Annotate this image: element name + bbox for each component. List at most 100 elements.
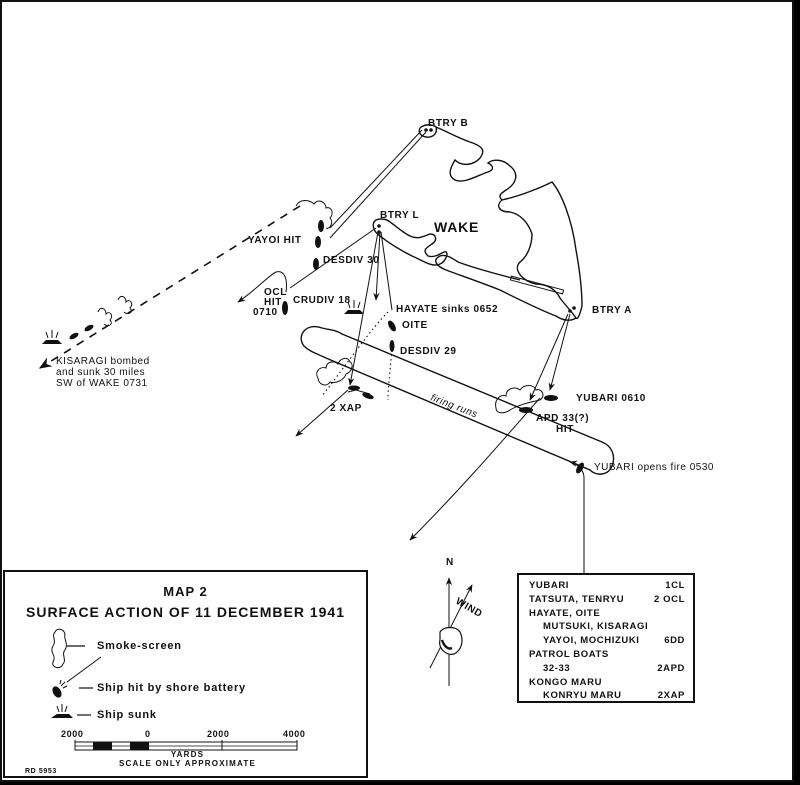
xap-dotted-track — [321, 311, 389, 397]
yubari-ship — [576, 462, 584, 474]
airstrip — [509, 275, 565, 295]
desdiv29-dotted-track — [387, 349, 393, 401]
wake-coast-south — [435, 254, 577, 321]
scale-bar — [74, 740, 298, 751]
force-type: 1CL — [665, 580, 685, 591]
hayate-burst — [347, 300, 361, 309]
oite-ship — [388, 320, 396, 332]
ship-tracks — [38, 205, 615, 600]
fire-lines — [289, 129, 571, 401]
kisaragi-label-3: SW of WAKE 0731 — [56, 378, 148, 389]
map-number: MAP 2 — [163, 584, 208, 599]
hayate-sunk — [344, 310, 364, 314]
north-label: N — [446, 557, 454, 568]
force-type: 2APD — [657, 662, 685, 674]
xap-track — [295, 389, 349, 437]
legend-smoke-screen: Smoke-screen — [97, 640, 182, 652]
force-name: YAYOI, MOCHIZUKI — [543, 635, 640, 647]
hayate-label: HAYATE sinks 0652 — [396, 304, 498, 315]
force-name: MUTSUKI, KISARAGI — [543, 621, 649, 633]
ocl-time-label: 0710 — [253, 307, 278, 318]
force-row: KONRYU MARU 2XAP — [519, 690, 693, 703]
ship-hit-burst — [59, 679, 68, 689]
force-name: YUBARI — [529, 580, 570, 591]
apd33-ship — [519, 407, 533, 413]
legend-symbols — [51, 628, 298, 751]
firing-runs-label: firing runs — [429, 393, 479, 421]
wake-coast-north — [419, 124, 517, 201]
force-row: HAYATE, OITE — [519, 608, 693, 621]
btry-l-point — [372, 218, 448, 266]
kisaragi-ship-1 — [84, 324, 94, 332]
scale-tick-2000-left: 2000 — [61, 729, 84, 739]
apd33-hit-label: HIT — [556, 424, 574, 435]
legend-title: SURFACE ACTION OF 11 DECEMBER 1941 — [26, 604, 345, 620]
force-row: KONGO MARU — [519, 677, 693, 690]
wake-island — [372, 124, 583, 321]
yubari-opens-label: YUBARI opens fire 0530 — [594, 462, 714, 473]
compass-rose: N WIND — [429, 557, 485, 686]
btry-b-point — [418, 126, 438, 138]
btry-l-label: BTRY L — [380, 210, 419, 221]
smoke-screens — [97, 200, 544, 414]
yubari-0610-ship — [544, 395, 558, 401]
force-name: HAYATE, OITE — [529, 607, 601, 619]
force-row: PATROL BOATS — [519, 649, 693, 662]
scale-note: SCALE ONLY APPROXIMATE — [118, 759, 257, 768]
btry-b-guns-2 — [429, 128, 433, 132]
force-name: KONGO MARU — [529, 676, 603, 688]
btry-a-guns — [568, 309, 572, 313]
crudiv18-track — [237, 271, 287, 303]
smoke-screen-icon — [51, 628, 67, 669]
ocl-label: OCL — [264, 287, 287, 298]
force-name: KONRYU MARU — [543, 690, 622, 702]
crudiv18-ship — [282, 301, 288, 315]
desdiv30-label: DESDIV 30 — [323, 255, 380, 266]
scale-unit: YARDS — [170, 750, 205, 759]
kisaragi-sunk — [42, 340, 62, 344]
force-name: PATROL BOATS — [529, 649, 609, 660]
force-type: 2XAP — [657, 690, 685, 702]
kisaragi-label-1: KISARAGI bombed — [56, 356, 150, 367]
force-type: 2 OCL — [654, 593, 685, 605]
smoke-screen-east — [495, 385, 544, 414]
oite-label: OITE — [402, 320, 428, 331]
smoke-puff-1 — [117, 295, 133, 315]
force-row: TATSUTA, TENRYU 2 OCL — [519, 594, 693, 607]
yubari-0610-label: YUBARI 0610 — [576, 393, 646, 404]
wind-label: WIND — [454, 596, 485, 620]
force-row: MUTSUKI, KISARAGI — [519, 621, 693, 634]
legend-ship-hit: Ship hit by shore battery — [97, 682, 246, 694]
forces-box: YUBARI 1CL TATSUTA, TENRYU 2 OCL HAYATE, OIT… — [517, 573, 695, 703]
reference-code: RD 5953 — [25, 768, 57, 775]
force-name: TATSUTA, TENRYU — [529, 593, 625, 605]
smoke-puff-2 — [97, 307, 113, 327]
desdiv30-ship-2 — [315, 236, 321, 248]
wake-coast-east-inner — [498, 199, 577, 319]
btry-a-guns-2 — [572, 306, 576, 310]
ships — [42, 220, 584, 474]
apd33-label: APD 33(?) — [536, 413, 589, 424]
btry-b-guns — [424, 128, 428, 132]
firing-runs-track — [300, 325, 615, 475]
smoke-screen-west — [316, 357, 353, 386]
wind-arrow-icon — [429, 584, 473, 669]
btry-l-guns — [377, 224, 381, 228]
ship-sunk-icon — [51, 714, 73, 718]
emblem-detail — [440, 639, 453, 650]
force-row: YUBARI 1CL — [519, 580, 693, 593]
scale-tick-0: 0 — [145, 729, 151, 739]
desdiv30-ship-3 — [313, 258, 319, 270]
yayoi-hit-label: YAYOI HIT — [248, 235, 302, 246]
wake-coast-east-outer — [501, 181, 583, 320]
ocl-hit-label: HIT — [264, 297, 282, 308]
ship-sunk-burst — [56, 704, 68, 713]
kisaragi-label-2: and sunk 30 miles — [56, 367, 145, 378]
legend-leader — [66, 656, 102, 683]
xap-ship-2 — [362, 392, 374, 400]
crudiv18-label: CRUDIV 18 — [293, 295, 351, 306]
